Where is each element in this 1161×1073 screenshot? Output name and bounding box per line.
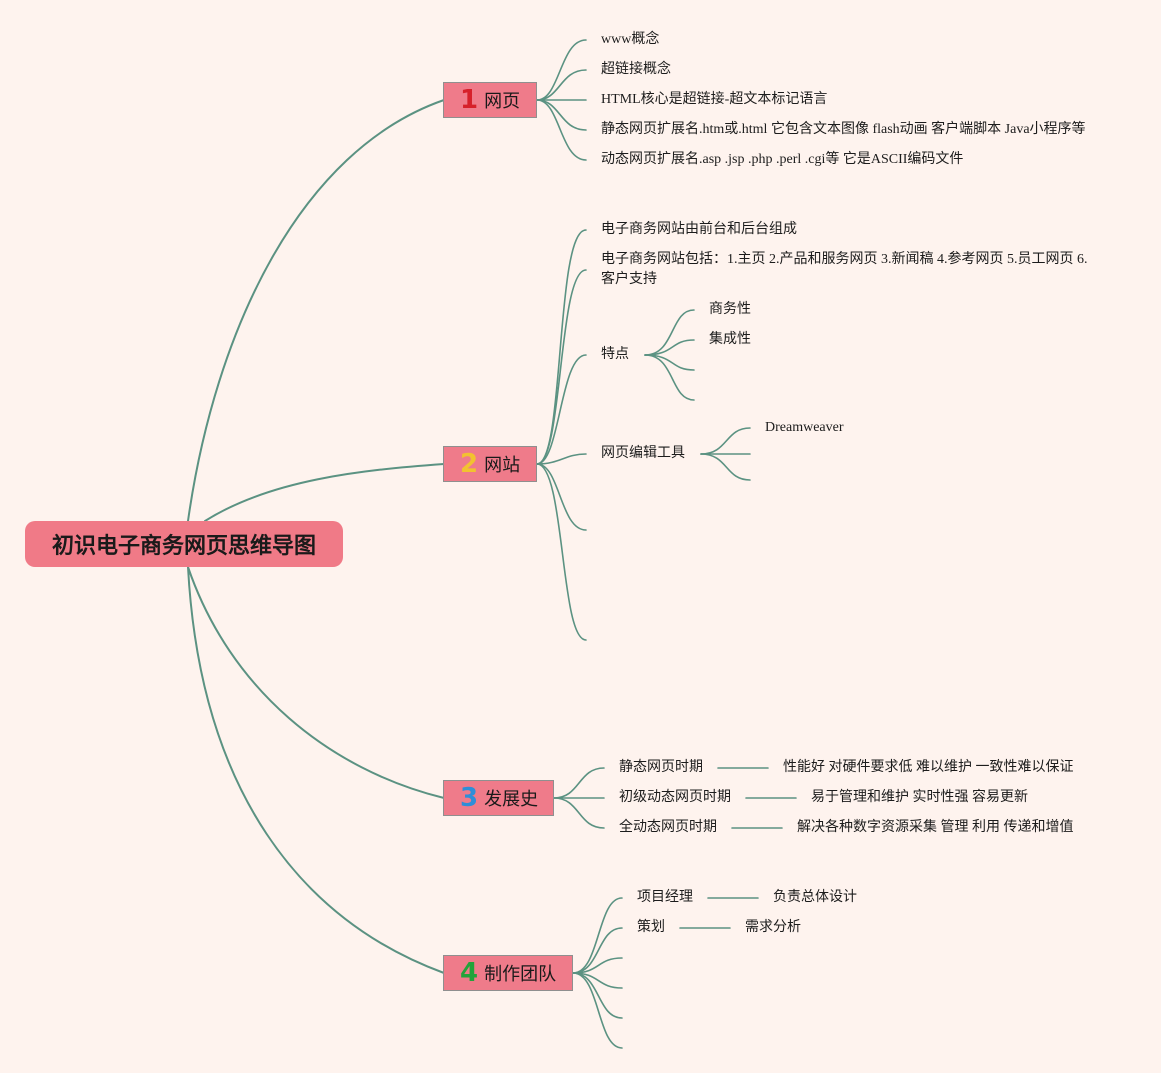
sub-leaf-node[interactable]: 易于管理和维护 实时性强 容易更新 [811, 790, 1028, 805]
leaf-node[interactable]: 静态网页扩展名.htm或.html 它包含文本图像 flash动画 客户端脚本 … [601, 122, 1086, 137]
leaf-node[interactable]: 项目经理 [637, 890, 693, 905]
topic-node-website[interactable]: 2 网站 [443, 446, 537, 482]
topic-node-team[interactable]: 4 制作团队 [443, 955, 573, 991]
leaf-node[interactable]: 初级动态网页时期 [619, 790, 731, 805]
leaf-node[interactable]: 策划 [637, 920, 665, 935]
topic-label: 网页 [484, 91, 521, 112]
leaf-node[interactable]: 全动态网页时期 [619, 820, 717, 835]
leaf-node[interactable]: 电子商务网站由前台和后台组成 [601, 222, 797, 237]
leaf-node[interactable]: www概念 [601, 32, 660, 47]
number-1-icon: 1 [460, 85, 479, 115]
leaf-node[interactable]: 超链接概念 [601, 62, 671, 77]
topic-label: 发展史 [484, 789, 539, 810]
number-4-icon: 4 [460, 958, 479, 988]
leaf-node[interactable]: 电子商务网站包括：1.主页 2.产品和服务网页 3.新闻稿 4.参考网页 5.员… [601, 252, 1088, 287]
sub-leaf-node[interactable]: 负责总体设计 [773, 890, 857, 905]
topic-node-webpage[interactable]: 1 网页 [443, 82, 537, 118]
number-3-icon: 3 [460, 783, 479, 813]
number-2-icon: 2 [460, 449, 479, 479]
leaf-node[interactable]: 静态网页时期 [619, 760, 703, 775]
topic-label: 制作团队 [484, 964, 557, 985]
sub-leaf-node[interactable]: 商务性 [709, 302, 751, 317]
topic-label: 网站 [484, 455, 521, 476]
root-node-title[interactable]: 初识电子商务网页思维导图 [25, 521, 343, 567]
leaf-node[interactable]: HTML核心是超链接-超文本标记语言 [601, 92, 828, 107]
sub-leaf-node[interactable]: Dreamweaver [765, 420, 844, 435]
sub-leaf-node[interactable]: 集成性 [709, 332, 751, 347]
sub-leaf-node[interactable]: 需求分析 [745, 920, 801, 935]
leaf-node-editor-tools[interactable]: 网页编辑工具 [601, 446, 685, 461]
leaf-node[interactable]: 动态网页扩展名.asp .jsp .php .perl .cgi等 它是ASCI… [601, 152, 964, 167]
sub-leaf-node[interactable]: 性能好 对硬件要求低 难以维护 一致性难以保证 [783, 760, 1074, 775]
leaf-node-features[interactable]: 特点 [601, 347, 629, 362]
sub-leaf-node[interactable]: 解决各种数字资源采集 管理 利用 传递和增值 [797, 820, 1074, 835]
topic-node-history[interactable]: 3 发展史 [443, 780, 554, 816]
